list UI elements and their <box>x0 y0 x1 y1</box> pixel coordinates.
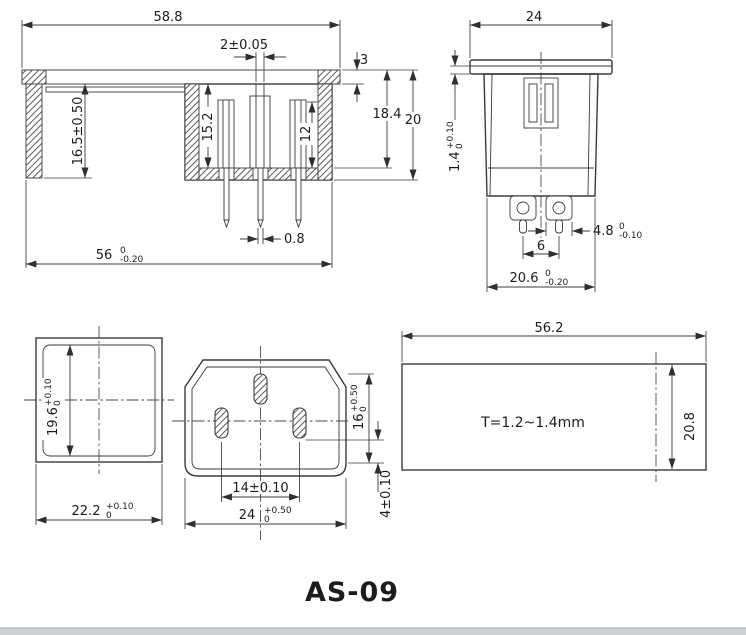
front-view-geometry <box>469 59 613 234</box>
dim-front-body-width: 20.6 <box>510 271 539 286</box>
dim-cutout-height-tol-lower: 0 <box>53 400 63 406</box>
dim-cutout-height-tol-upper: +0.10 <box>44 378 54 406</box>
left-contact <box>217 99 235 169</box>
section-view-geometry <box>21 69 341 229</box>
dim-section-body-width-tol-lower: -0.20 <box>120 255 144 265</box>
part-number-title: AS-09 <box>305 577 399 608</box>
dim-section-total-height: 20 <box>405 113 422 128</box>
face-geometry <box>184 359 347 477</box>
dim-cutout-height-label: 19.6 +0.10 0 <box>44 378 63 436</box>
dim-front-width: 24 <box>526 10 543 25</box>
dim-section-body-width: 56 <box>96 248 113 263</box>
dim-front-lip-tol-upper: +0.10 <box>446 121 456 149</box>
dim-face-pin-spacing: 14±0.10 <box>232 481 288 496</box>
dim-face-pin-offset: 4±0.10 <box>379 470 394 518</box>
dim-face-opening-height-tol-lower: 0 <box>359 406 369 412</box>
center-contact <box>249 95 271 169</box>
dim-section-flange-thickness: 3 <box>360 53 368 68</box>
dim-cutout-width-tol-lower: 0 <box>106 511 112 521</box>
cutout-view: 19.6 +0.10 0 22.2 +0.10 0 <box>24 326 174 525</box>
dim-front-pin-pitch: 6 <box>537 239 545 254</box>
cutout-dimensions <box>35 345 163 525</box>
spring-plate <box>45 86 186 93</box>
dim-face-opening-height-label: 16 +0.50 0 <box>350 384 369 430</box>
dim-section-contact-height: 12 <box>299 126 314 143</box>
face-inner-outline <box>191 366 340 470</box>
front-pins <box>509 195 573 234</box>
dim-front-lip: 1.4 <box>448 151 463 172</box>
dim-front-pin-width: 4.8 <box>593 224 614 239</box>
front-body <box>483 73 599 197</box>
dim-front-body-width-tol-upper: 0 <box>545 269 551 279</box>
front-view: 24 1.4 +0.10 0 4.8 0 -0.10 6 20.6 0 -0.2… <box>446 10 643 292</box>
face-dimensions <box>184 373 384 529</box>
side-dimensions <box>401 331 707 469</box>
terminal-pins <box>223 167 302 229</box>
dim-section-slot-width: 2±0.05 <box>220 38 268 53</box>
dim-face-opening-height-tol-upper: +0.50 <box>350 384 360 412</box>
front-view-dimensions <box>450 20 613 292</box>
dim-face-opening-width-tol-upper: +0.50 <box>264 506 292 516</box>
bottom-strip <box>0 628 746 635</box>
dim-front-pin-width-tol-upper: 0 <box>619 222 625 232</box>
dim-face-opening-width: 24 <box>239 508 256 523</box>
dim-cutout-height: 19.6 <box>46 407 61 436</box>
cutout-outer-square <box>35 337 163 463</box>
side-panel-thickness-note: T=1.2~1.4mm <box>480 415 585 431</box>
section-view: 58.8 2±0.05 3 18.4 20 15.2 12 16.5±0.50 … <box>21 10 426 268</box>
dim-cutout-width: 22.2 <box>72 504 101 519</box>
ground-pin <box>253 373 268 405</box>
face-view: 16 +0.50 0 14±0.10 24 +0.50 0 4±0.10 <box>172 346 394 540</box>
dim-face-opening-height: 16 <box>352 413 367 430</box>
dim-section-cavity-height: 15.2 <box>201 113 216 142</box>
dim-section-clip-height: 16.5±0.50 <box>71 97 86 166</box>
dim-side-height: 20.8 <box>683 412 698 441</box>
dim-front-lip-tol-lower: 0 <box>455 143 465 149</box>
dim-side-length: 56.2 <box>535 321 564 336</box>
dim-section-body-width-tol-upper: 0 <box>120 246 126 256</box>
right-pin <box>292 407 307 439</box>
dim-face-opening-width-tol-lower: 0 <box>264 515 270 525</box>
dim-front-lip-label: 1.4 +0.10 0 <box>446 121 465 172</box>
dim-section-flange-width: 58.8 <box>154 10 183 25</box>
dim-section-pin-thickness: 0.8 <box>284 232 305 247</box>
dim-front-pin-width-tol-lower: -0.10 <box>619 231 643 241</box>
panel-clip <box>25 83 43 179</box>
face-pins <box>214 373 307 439</box>
dim-front-body-width-tol-lower: -0.20 <box>545 278 569 288</box>
dim-cutout-width-tol-upper: +0.10 <box>106 502 134 512</box>
side-view: 56.2 T=1.2~1.4mm 20.8 <box>401 321 707 482</box>
face-outer-outline <box>184 359 347 477</box>
side-body <box>401 363 707 471</box>
latch-housing <box>523 77 559 129</box>
dim-section-inner-depth: 18.4 <box>373 107 402 122</box>
left-pin <box>214 407 229 439</box>
